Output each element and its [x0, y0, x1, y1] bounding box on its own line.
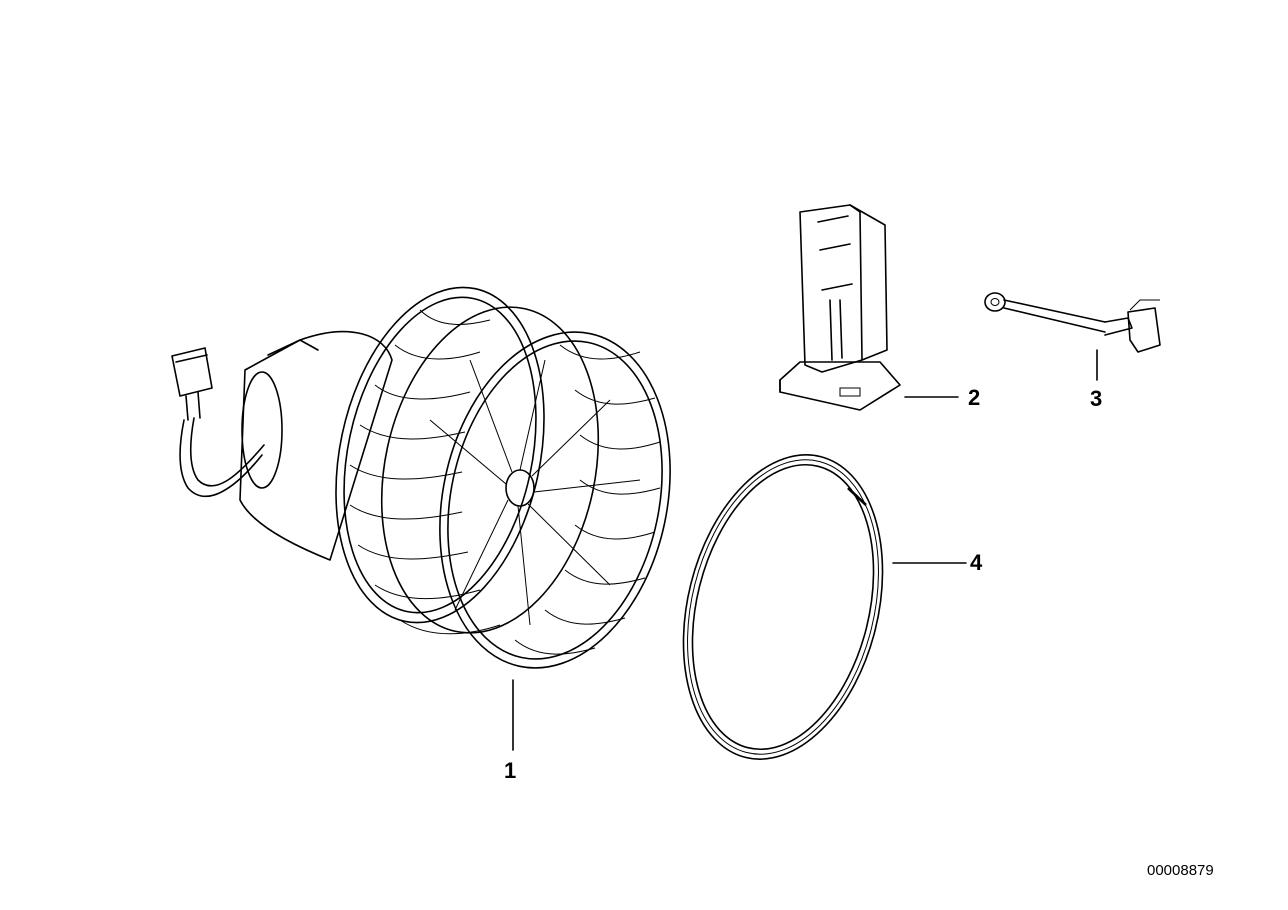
blower-fan-motor-illustration	[171, 286, 671, 669]
leader-lines	[512, 349, 1098, 751]
callout-2: 2	[968, 385, 981, 410]
callout-4: 4	[970, 550, 983, 575]
reference-number: 00008879	[1147, 862, 1214, 879]
seal-ring-illustration	[682, 454, 884, 760]
wiring-harness-illustration	[984, 292, 1161, 353]
resistor-block-illustration	[779, 204, 901, 411]
callout-3: 3	[1090, 386, 1103, 411]
callout-1: 1	[504, 758, 517, 783]
